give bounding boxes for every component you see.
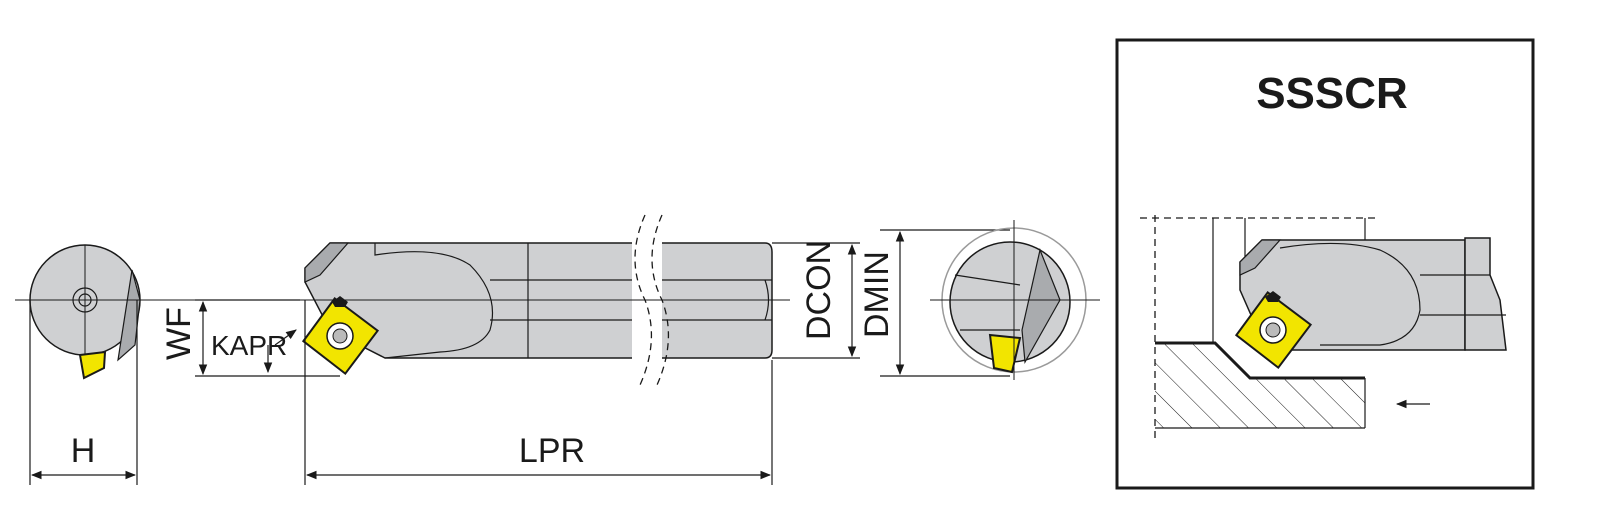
side-view: WF KAPR LPR DCON [160, 214, 1010, 485]
end-view-left: H [15, 244, 300, 485]
head-contour [374, 243, 494, 359]
label-kapr: KAPR [211, 330, 287, 361]
panel-title: SSSCR [1256, 69, 1408, 118]
label-dmin: DMIN [858, 251, 896, 338]
label-wf: WF [160, 307, 198, 360]
end-view-right [930, 220, 1100, 380]
label-dcon: DCON [800, 240, 838, 340]
workpiece-profile [1155, 341, 1365, 380]
clamp [332, 296, 348, 307]
bar-chamfer [304, 242, 350, 283]
end-view-flat [117, 269, 141, 362]
end-view-insert [78, 350, 107, 380]
end-view-right-insert [988, 333, 1022, 374]
detail-panel: SSSCR [1115, 38, 1535, 490]
label-h: H [71, 432, 96, 470]
kapr-arrow-up [274, 329, 297, 346]
label-lpr: LPR [519, 432, 585, 470]
workpiece-hatch [1155, 343, 1365, 428]
detail-bar-shank [1464, 237, 1507, 351]
